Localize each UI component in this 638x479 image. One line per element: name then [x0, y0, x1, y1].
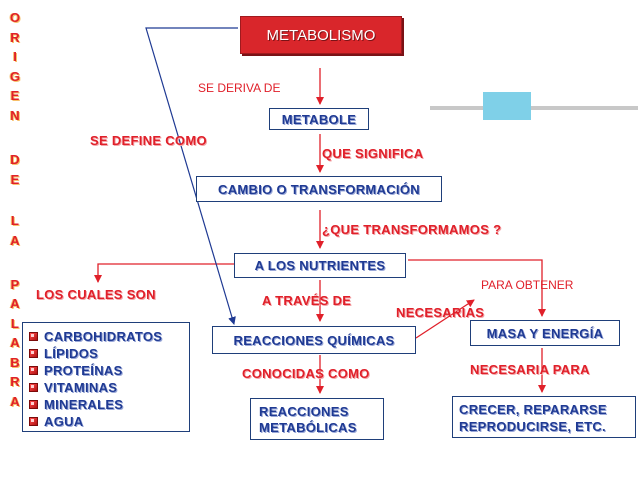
- label-se-deriva-de: SE DERIVA DE: [198, 81, 281, 95]
- node-metabolismo: METABOLISMO: [240, 16, 402, 54]
- list-item: VITAMINAS: [29, 379, 189, 396]
- bullet-icon: [29, 383, 38, 392]
- label-que-significa: QUE SIGNIFICA: [322, 146, 424, 161]
- banner-letter: E: [10, 172, 20, 187]
- bullet-icon: [29, 349, 38, 358]
- banner-letter: N: [10, 108, 20, 123]
- label-necesarias: NECESARIAS: [396, 305, 485, 320]
- node-nutrientes-label: A LOS NUTRIENTES: [254, 258, 386, 273]
- node-masa-energia: MASA Y ENERGÍA: [470, 320, 620, 346]
- node-crecer-line2: REPRODUCIRSE, ETC.: [459, 419, 606, 434]
- node-reacciones-label: REACCIONES QUÍMICAS: [233, 332, 395, 348]
- arrow-nutrientes-lista: [94, 263, 236, 283]
- node-reacciones: REACCIONES QUÍMICAS: [212, 326, 416, 354]
- list-item-label: MINERALES: [44, 397, 124, 412]
- list-item-label: VITAMINAS: [44, 380, 118, 395]
- banner-letter: B: [10, 355, 20, 370]
- node-crecer-line1: CRECER, REPARARSE: [459, 402, 607, 417]
- banner-letter: G: [9, 69, 21, 84]
- arrow-metabolismo-reacciones: [145, 27, 238, 325]
- arrow-reacciones-masa: [415, 299, 475, 339]
- arrow-nutrientes-masa: [408, 259, 546, 317]
- banner-letter: A: [10, 233, 20, 248]
- bullet-icon: [29, 332, 38, 341]
- node-metabolicas-line1: REACCIONES: [259, 404, 349, 419]
- banner-letter: E: [10, 88, 20, 103]
- list-item-label: PROTEÍNAS: [44, 363, 123, 378]
- list-item-label: AGUA: [44, 414, 84, 429]
- banner-letter: P: [10, 277, 20, 292]
- bullet-icon: [29, 417, 38, 426]
- node-metabolismo-label: METABOLISMO: [266, 26, 376, 44]
- label-se-define-como: SE DEFINE COMO: [90, 133, 207, 148]
- node-nutrient-list: CARBOHIDRATOS LÍPIDOS PROTEÍNAS VITAMINA…: [22, 322, 190, 432]
- label-a-traves-de: A TRAVÉS DE: [262, 293, 352, 308]
- nutrient-list: CARBOHIDRATOS LÍPIDOS PROTEÍNAS VITAMINA…: [29, 328, 189, 430]
- node-cambio: CAMBIO O TRANSFORMACIÓN: [196, 176, 442, 202]
- node-nutrientes: A LOS NUTRIENTES: [234, 253, 406, 278]
- node-metabole-label: METABOLE: [281, 111, 357, 127]
- bullet-icon: [29, 366, 38, 375]
- banner-letter: L: [11, 213, 19, 228]
- node-masa-energia-label: MASA Y ENERGÍA: [486, 325, 604, 341]
- banner-letter: I: [13, 49, 17, 64]
- banner-letter: A: [10, 296, 20, 311]
- banner-letter: L: [11, 316, 19, 331]
- banner-letter: O: [9, 10, 21, 25]
- node-cambio-label: CAMBIO O TRANSFORMACIÓN: [218, 181, 420, 197]
- accent-blue-square: [483, 92, 531, 120]
- banner-letter: R: [10, 30, 20, 45]
- list-item: PROTEÍNAS: [29, 362, 189, 379]
- label-los-cuales-son: LOS CUALES SON: [36, 287, 156, 302]
- list-item: CARBOHIDRATOS: [29, 328, 189, 345]
- banner-letter: A: [10, 394, 20, 409]
- node-metabolicas-line2: METABÓLICAS: [259, 420, 357, 435]
- label-conocidas-como: CONOCIDAS COMO: [242, 366, 370, 381]
- list-item-label: CARBOHIDRATOS: [44, 329, 163, 344]
- label-que-transformamos: ¿QUE TRANSFORMAMOS ?: [322, 222, 502, 237]
- list-item: AGUA: [29, 413, 189, 430]
- banner-letter: A: [10, 335, 20, 350]
- list-item-label: LÍPIDOS: [44, 346, 99, 361]
- node-metabole: METABOLE: [269, 108, 369, 130]
- label-necesaria-para: NECESARIA PARA: [470, 362, 590, 377]
- node-crecer: CRECER, REPARARSE REPRODUCIRSE, ETC.: [452, 396, 636, 438]
- label-para-obtener: PARA OBTENER: [481, 278, 574, 292]
- node-reacciones-metabolicas: REACCIONES METABÓLICAS: [250, 398, 384, 440]
- bullet-icon: [29, 400, 38, 409]
- side-banner: O R I G E N D E L A P A L A B R A: [0, 0, 30, 440]
- accent-gray-bar: [430, 106, 638, 110]
- banner-letter: D: [10, 152, 20, 167]
- list-item: MINERALES: [29, 396, 189, 413]
- banner-letter: R: [10, 374, 20, 389]
- list-item: LÍPIDOS: [29, 345, 189, 362]
